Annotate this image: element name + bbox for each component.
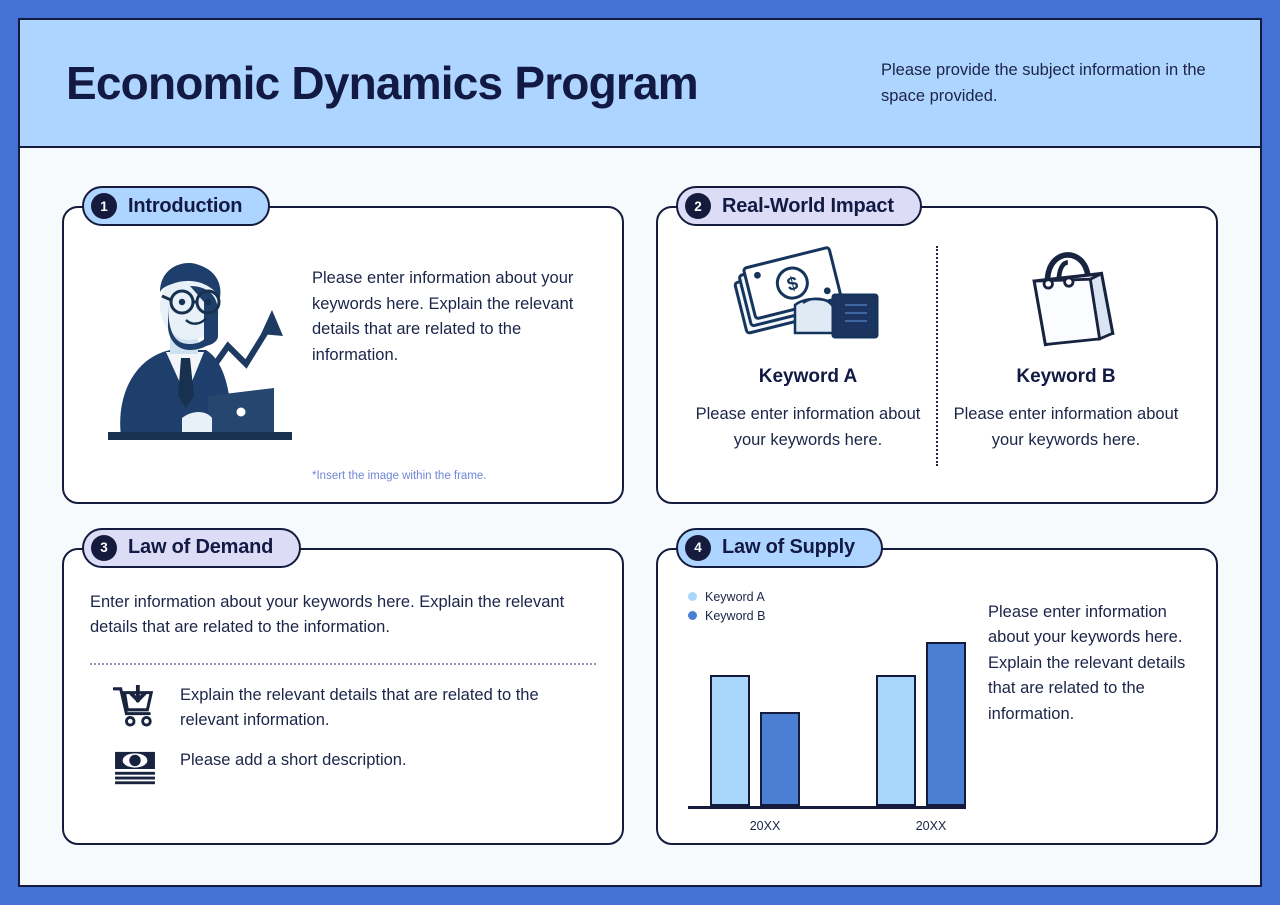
legend-label: Keyword B [705,608,766,623]
bar-keyword-b-0 [760,712,800,806]
feature-row-cart: Explain the relevant details that are re… [90,669,596,734]
card-introduction-title: Introduction [128,194,243,217]
card-number-badge: 2 [685,193,711,219]
shopping-cart-download-icon [112,683,158,727]
keyword-b-text: Please enter information about your keyw… [953,405,1179,449]
x-tick-label-0: 20XX [749,818,781,833]
keyword-b-title: Keyword B [1016,366,1116,387]
card-introduction-tab[interactable]: 1 Introduction [82,186,271,226]
feature-cart-text: Explain the relevant details that are re… [180,685,539,730]
card-law-of-demand-intro: Enter information about your keywords he… [90,592,565,637]
businessman-with-laptop-icon [108,263,292,440]
x-tick-label-1: 20XX [915,818,947,833]
legend-item-0: Keyword A [688,590,966,604]
header-instruction: Please provide the subject information i… [881,60,1206,105]
legend-item-1: Keyword B [688,609,966,623]
card-introduction: 1 Introduction [62,186,624,504]
legend-color-dot [688,592,697,601]
card-law-of-demand-title: Law of Demand [128,536,274,558]
keyword-column-b: Keyword B Please enter information about… [938,240,1194,486]
card-introduction-body: Please enter information about your keyw… [62,226,624,504]
card-number-badge: 3 [91,534,117,561]
cards-grid: 1 Introduction [20,148,1260,885]
card-law-of-supply-tab[interactable]: 4 Law of Supply [676,527,883,568]
chart-x-axis [688,805,966,809]
shopping-bag-icon [1010,240,1122,352]
keyword-a-text: Please enter information about your keyw… [695,405,921,449]
feature-row-cash: Please add a short description. [90,734,596,788]
cash-stack-icon [112,748,158,788]
card-law-of-demand-tab[interactable]: 3 Law of Demand [82,527,302,568]
page-title: Economic Dynamics Program [66,56,699,109]
supply-bar-chart: Keyword A Keyword B 20XX 20XX [676,586,966,833]
bar-keyword-a-0 [710,675,750,806]
bar-keyword-b-1 [926,641,966,806]
dotted-divider [90,662,596,665]
chart-legend: Keyword A Keyword B [676,586,966,623]
card-law-of-supply-body: Keyword A Keyword B 20XX 20XX Please enter… [656,568,1218,846]
keyword-column-a: $ [680,240,936,486]
card-real-world-impact: 2 Real-World Impact [656,186,1218,504]
card-number-badge: 4 [685,534,711,561]
keyword-a-title: Keyword A [758,366,858,387]
card-introduction-text: Please enter information about your keyw… [312,269,574,364]
legend-color-dot [688,611,697,620]
card-introduction-panel [62,206,624,504]
card-law-of-supply-text: Please enter information about your keyw… [988,602,1186,723]
card-law-of-demand-body: Enter information about your keywords he… [62,568,624,846]
card-real-world-impact-title: Real-World Impact [722,194,894,217]
card-law-of-supply-title: Law of Supply [722,536,855,558]
slide-header: Economic Dynamics Program Please provide… [20,20,1260,148]
card-law-of-demand: 3 Law of Demand Enter information about … [62,527,624,846]
legend-label: Keyword A [705,589,765,604]
card-real-world-impact-body: $ [656,226,1218,504]
card-law-of-demand-panel [62,547,624,845]
card-introduction-note: *Insert the image within the frame. [312,469,487,482]
card-real-world-impact-tab[interactable]: 2 Real-World Impact [676,186,922,226]
hand-holding-money-icon: $ [733,240,883,352]
bar-keyword-a-1 [876,675,916,806]
feature-cash-text: Please add a short description. [180,750,407,769]
card-number-badge: 1 [91,193,117,219]
chart-plot-area: 20XX 20XX [688,633,966,833]
businessman-illustration-frame [86,246,304,486]
card-introduction-text-column: Please enter information about your keyw… [312,246,600,486]
keyword-columns-divider [936,246,938,466]
slide-frame: Economic Dynamics Program Please provide… [18,18,1262,887]
